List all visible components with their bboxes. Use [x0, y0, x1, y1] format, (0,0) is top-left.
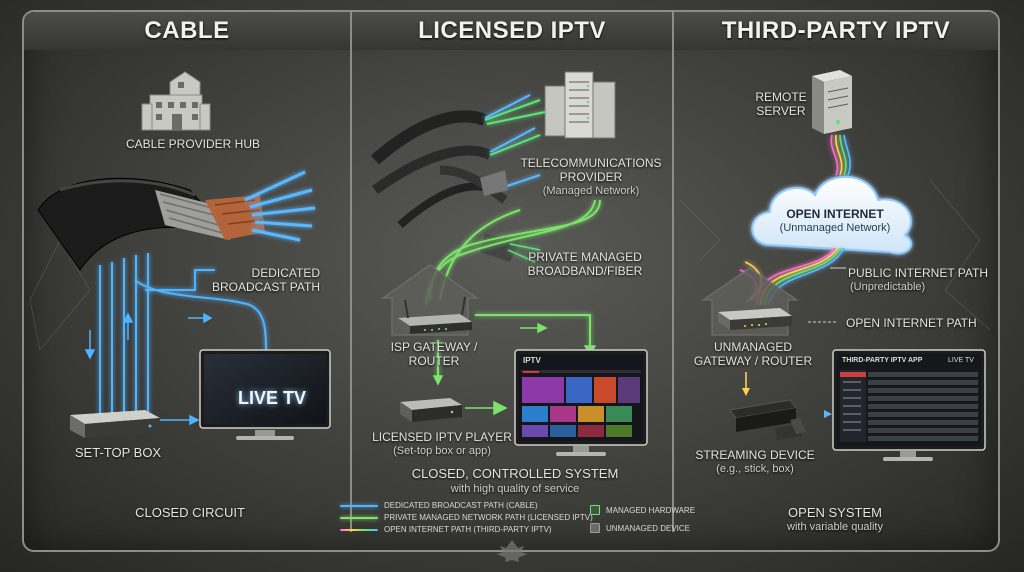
unmanaged-gateway-label-line1: UNMANAGED	[713, 340, 792, 354]
legend-item-dedicated-path: DEDICATED BROADCAST PATH (CABLE)	[340, 501, 538, 510]
header-cable: CABLE	[24, 12, 350, 50]
unmanaged-router-icon	[718, 308, 792, 330]
set-top-box-label: SET-TOP BOX	[74, 445, 162, 460]
header-licensed-iptv: LICENSED IPTV	[352, 12, 672, 50]
open-system-sub-label: with variable quality	[787, 521, 883, 533]
private-managed-label-line1: PRIVATE MANAGED	[528, 250, 642, 264]
legend-unmanaged-label: UNMANAGED DEVICE	[606, 523, 691, 533]
closed-controlled-system-sub-label: with high quality of service	[450, 483, 580, 495]
public-internet-path-label: PUBLIC INTERNET PATH	[848, 266, 989, 280]
network-background-lines	[29, 179, 991, 351]
telecom-server-icon	[544, 71, 616, 139]
remote-server-label-line2: SERVER	[756, 104, 806, 118]
open-internet-cloud-icon	[751, 175, 913, 255]
legend-unmanaged-swatch	[590, 523, 600, 533]
closed-controlled-system-label: CLOSED, CONTROLLED SYSTEM	[411, 466, 619, 481]
third-party-tv-arrow-head	[824, 410, 832, 418]
maple-leaf-icon	[497, 540, 527, 562]
licensed-iptv-player-label: LICENSED IPTV PLAYER	[372, 430, 512, 444]
legend-item-private-path: PRIVATE MANAGED NETWORK PATH (LICENSED I…	[340, 513, 593, 522]
isp-router-icon	[398, 296, 472, 334]
dedicated-broadcast-path-label-line2: BROADCAST PATH	[211, 280, 320, 294]
unmanaged-gateway-label-line2: GATEWAY / ROUTER	[693, 354, 813, 368]
open-internet-label: OPEN INTERNET	[786, 207, 884, 221]
private-managed-label-line2: BROADBAND/FIBER	[527, 264, 643, 278]
legend-blue-line	[340, 504, 378, 507]
legend-managed-label: MANAGED HARDWARE	[606, 505, 696, 515]
remote-server-label-line1: REMOTE	[755, 90, 807, 104]
dedicated-broadcast-path-label-line1: DEDICATED	[251, 266, 320, 280]
column-divider-2	[672, 12, 674, 532]
licensed-arrows	[432, 322, 597, 416]
remote-server-icon	[812, 70, 852, 134]
legend-rainbow-line	[340, 528, 378, 531]
legend-item-unmanaged-device: UNMANAGED DEVICE	[590, 523, 690, 533]
isp-gateway-label-line2: ROUTER	[408, 354, 460, 368]
legend-rainbow-label: OPEN INTERNET PATH (THIRD-PARTY IPTV)	[384, 525, 552, 534]
cable-dedicated-broadcast-lines	[99, 253, 267, 420]
fiber-cable-bundle-icon	[371, 94, 546, 263]
legend-managed-swatch	[590, 505, 600, 515]
streaming-device-label: STREAMING DEVICE	[695, 448, 815, 462]
cable-provider-hub-label: CABLE PROVIDER HUB	[125, 137, 261, 151]
telecom-provider-label-line1: TELECOMMUNICATIONS	[520, 156, 662, 170]
licensed-tv-icon	[514, 349, 648, 456]
legend-item-managed-hardware: MANAGED HARDWARE	[590, 505, 695, 515]
licensed-iptv-player-icon	[400, 398, 462, 422]
licensed-tv-app-title: IPTV	[523, 356, 541, 365]
third-party-tv-app-title: THIRD-PARTY IPTV APP	[842, 357, 923, 364]
coaxial-cable-icon	[37, 170, 316, 271]
public-internet-path-sub-label: (Unpredictable)	[850, 281, 926, 293]
legend-green-line	[340, 516, 378, 519]
legend-blue-label: DEDICATED BROADCAST PATH (CABLE)	[384, 501, 538, 510]
streaming-device-icon	[729, 399, 806, 440]
cable-provider-hub-icon	[141, 71, 211, 131]
cable-tv-icon	[199, 349, 331, 440]
telecom-provider-label-line2: PROVIDER	[559, 170, 623, 184]
open-internet-path-label: OPEN INTERNET PATH	[846, 316, 977, 330]
third-party-tv-icon	[832, 349, 986, 461]
telecom-provider-sub-label: (Managed Network)	[542, 185, 640, 197]
legend-green-label: PRIVATE MANAGED NETWORK PATH (LICENSED I…	[384, 513, 593, 522]
licensed-iptv-player-sub-label: (Set-top box or app)	[393, 445, 491, 457]
open-system-label: OPEN SYSTEM	[788, 505, 882, 520]
set-top-box-icon	[70, 410, 160, 438]
cable-arrows	[84, 312, 213, 426]
header-third-party-iptv: THIRD-PARTY IPTV	[674, 12, 998, 50]
third-party-tv-live-badge: LIVE TV	[948, 357, 974, 364]
legend-item-open-internet-path: OPEN INTERNET PATH (THIRD-PARTY IPTV)	[340, 525, 552, 534]
closed-circuit-label: CLOSED CIRCUIT	[135, 505, 245, 520]
column-divider-1	[350, 12, 352, 532]
isp-gateway-label-line1: ISP GATEWAY /	[390, 340, 478, 354]
streaming-device-sub-label: (e.g., stick, box)	[716, 463, 794, 475]
open-internet-lines-top	[830, 134, 851, 176]
live-tv-label: LIVE TV	[238, 388, 307, 408]
third-party-device-arrow-head	[742, 388, 750, 396]
open-internet-sub-label: (Unmanaged Network)	[779, 222, 891, 234]
